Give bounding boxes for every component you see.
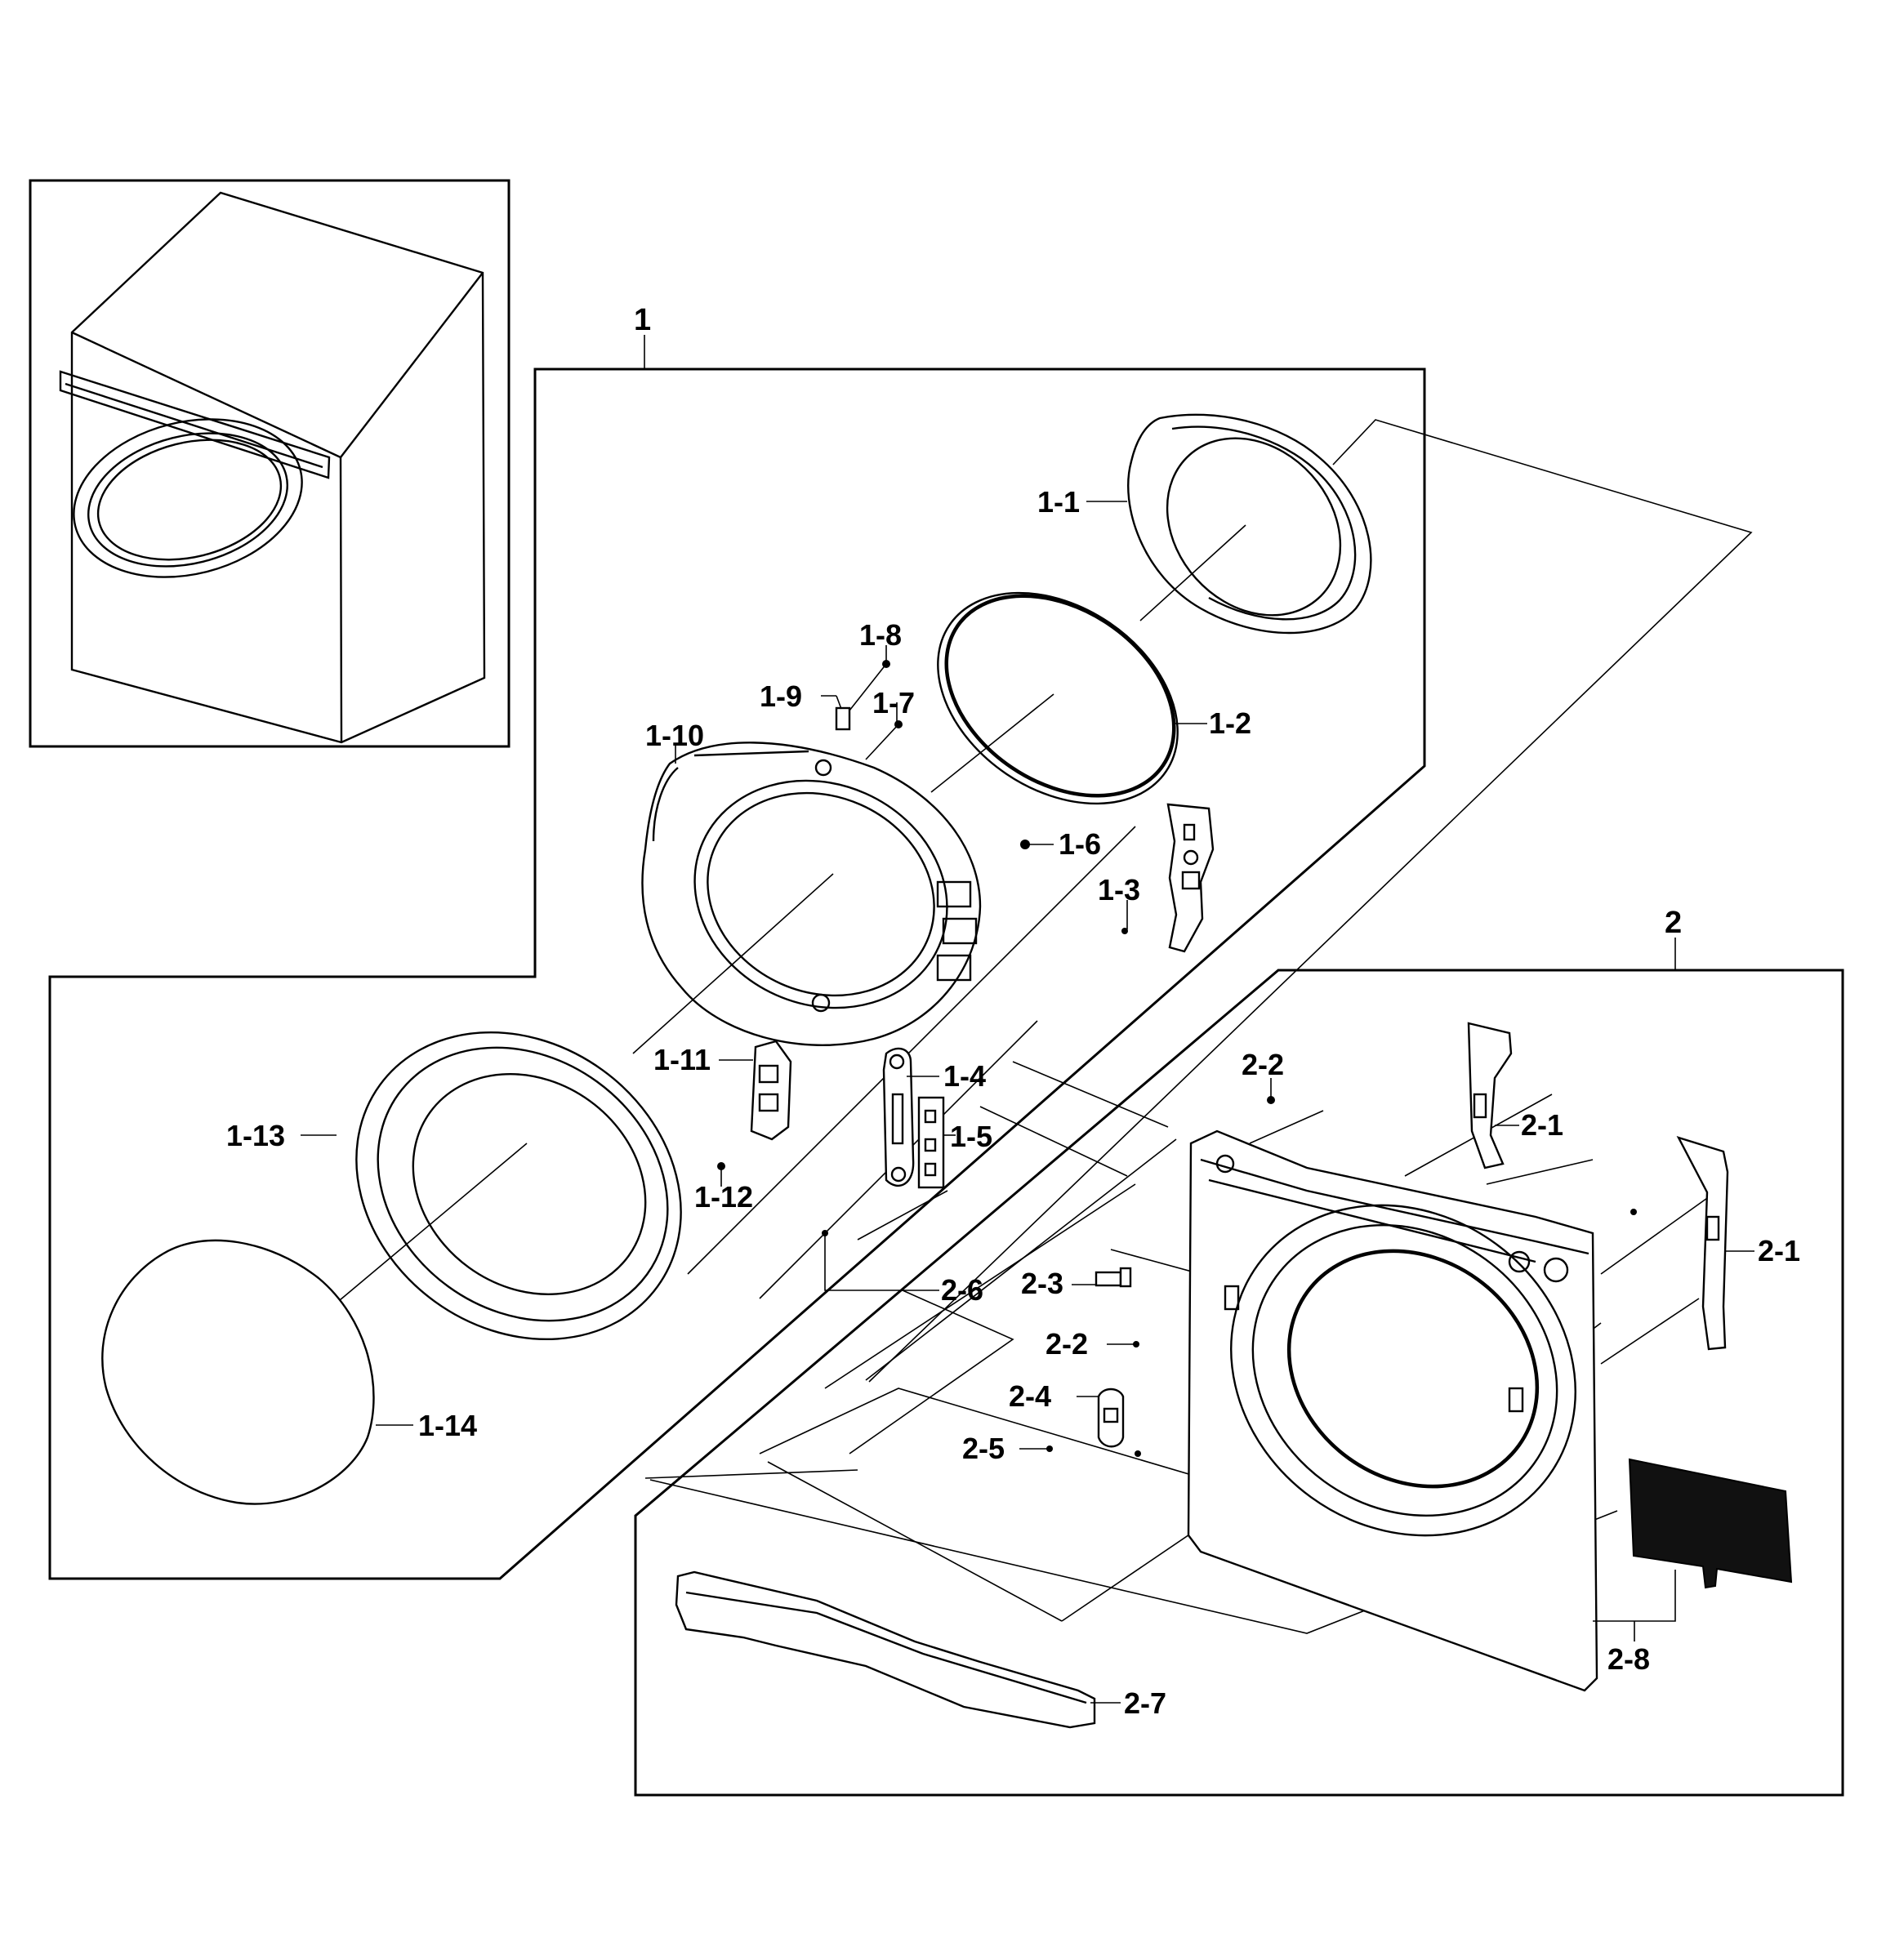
front-panel-assembly <box>1187 1129 1598 1692</box>
label-2-6: 2-6 <box>941 1273 983 1307</box>
screw-1-6 <box>1020 840 1030 849</box>
label-1-6: 1-6 <box>1059 827 1101 861</box>
group-1-frame: 1 <box>48 303 1426 1580</box>
filter-cover-icon <box>1628 1458 1793 1589</box>
hinge-1-11 <box>717 1040 792 1170</box>
label-1-3: 1-3 <box>1098 873 1140 906</box>
bottom-trim-2-7 <box>675 1570 1096 1729</box>
label-1-1: 1-1 <box>1037 485 1080 519</box>
door-inner-glass <box>1127 413 1372 635</box>
label-2-1-left: 2-1 <box>1521 1108 1563 1142</box>
label-2-1-right: 2-1 <box>1758 1234 1800 1267</box>
callout-labels: 1-1 1-2 1-3 1-4 1-5 1-6 1-7 1-8 1-9 1-10… <box>226 485 1800 1720</box>
door-frame <box>632 742 982 1054</box>
switch-2-3 <box>1095 1267 1132 1288</box>
label-2-5: 2-5 <box>962 1432 1005 1465</box>
label-1-4: 1-4 <box>943 1059 986 1093</box>
overview-frame <box>29 179 510 748</box>
door-outer-ring <box>339 1031 682 1341</box>
cover-2-4 <box>1097 1388 1125 1448</box>
group-2-label: 2 <box>1665 906 1682 940</box>
label-1-2: 1-2 <box>1209 706 1251 740</box>
group-1-label: 1 <box>634 303 651 337</box>
label-1-8: 1-8 <box>859 618 902 652</box>
label-1-5: 1-5 <box>950 1120 992 1153</box>
door-gasket-ring <box>930 591 1179 805</box>
panel-bracket-left <box>1467 1022 1513 1169</box>
leader-lines <box>301 501 1754 1704</box>
dryer-overview-icon <box>59 191 486 744</box>
hinge-arm-1-4 <box>882 1047 915 1187</box>
screw-2-2-right <box>1630 1209 1637 1215</box>
label-2-2-top: 2-2 <box>1242 1048 1284 1081</box>
label-2-3: 2-3 <box>1021 1267 1063 1300</box>
label-1-14: 1-14 <box>418 1409 477 1442</box>
label-2-7: 2-7 <box>1124 1686 1166 1720</box>
label-1-13: 1-13 <box>226 1119 285 1152</box>
label-1-7: 1-7 <box>872 686 915 719</box>
overview-inset <box>29 179 510 748</box>
door-glass-1-14 <box>101 1239 375 1505</box>
group-2-frame: 2 <box>634 906 1844 1797</box>
label-1-12: 1-12 <box>694 1180 753 1214</box>
label-2-4: 2-4 <box>1009 1379 1051 1413</box>
hinge-plate-1-3 <box>1121 803 1215 953</box>
plate-1-5 <box>917 1096 945 1189</box>
label-1-11: 1-11 <box>653 1043 711 1076</box>
panel-bracket-right <box>1676 1136 1729 1351</box>
label-1-10: 1-10 <box>645 719 704 752</box>
label-1-9: 1-9 <box>760 679 802 713</box>
label-2-2: 2-2 <box>1046 1327 1088 1361</box>
screw-2-5b <box>1135 1450 1141 1457</box>
label-2-8: 2-8 <box>1607 1642 1650 1676</box>
